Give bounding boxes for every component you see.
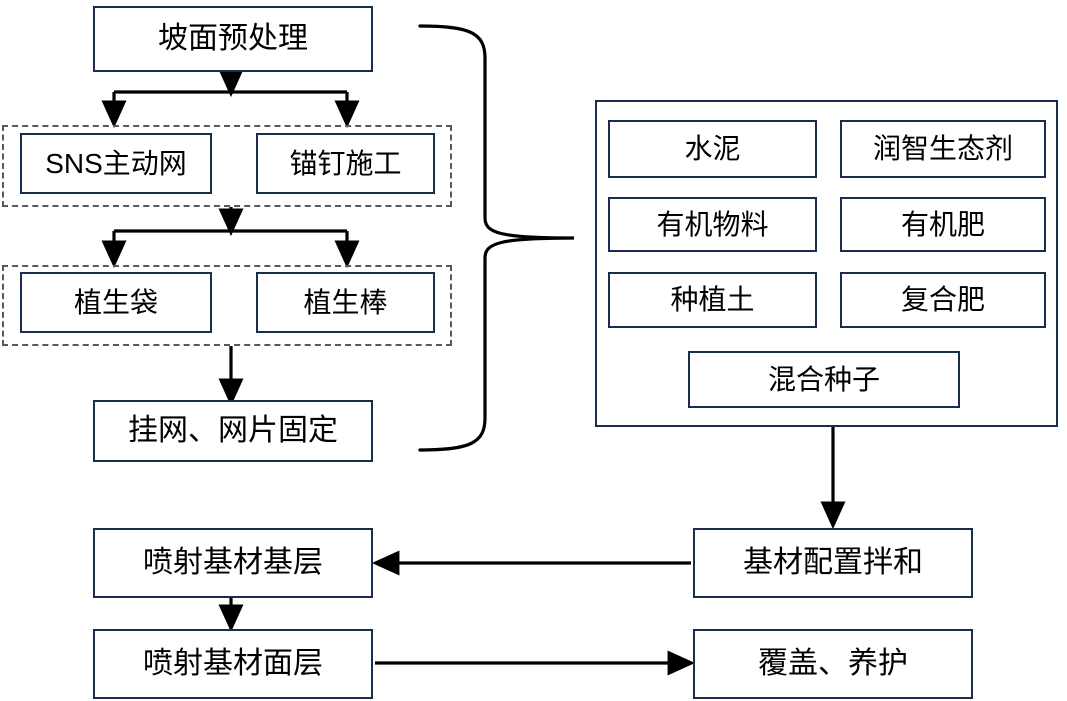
node-material-mixing[interactable]: 基材配置拌和 <box>693 528 973 598</box>
node-vegetation-stick[interactable]: 植生棒 <box>256 272 435 333</box>
material-item-mixed-seeds-label: 混合种子 <box>767 363 880 395</box>
node-cover-maintenance[interactable]: 覆盖、养护 <box>693 629 973 699</box>
node-spray-surface-layer-label: 喷射基材面层 <box>143 647 323 680</box>
node-spray-surface-layer[interactable]: 喷射基材面层 <box>93 629 373 699</box>
material-item-compound-fertilizer-label: 复合肥 <box>900 284 985 315</box>
material-item-cement-label: 水泥 <box>684 133 741 164</box>
material-item-mixed-seeds[interactable]: 混合种子 <box>688 351 960 408</box>
curly-brace-right-icon <box>418 24 575 452</box>
material-item-organic-material-label: 有机物料 <box>656 208 769 240</box>
arrow-slope-to-group1 <box>101 69 360 129</box>
node-net-hanging-fixing[interactable]: 挂网、网片固定 <box>93 400 373 462</box>
group-vegetation-works <box>2 265 452 346</box>
material-item-organic-fertilizer-label: 有机肥 <box>900 208 985 240</box>
node-sns-active-net-label: SNS主动网 <box>45 147 187 179</box>
node-anchor-construction[interactable]: 锚钉施工 <box>256 133 435 194</box>
node-spray-base-layer[interactable]: 喷射基材基层 <box>93 528 373 598</box>
arrow-group1-to-group2 <box>101 207 360 269</box>
node-material-mixing-label: 基材配置拌和 <box>743 546 923 579</box>
material-item-planting-soil[interactable]: 种植土 <box>608 272 817 328</box>
material-item-runzhi-eco-agent-label: 润智生态剂 <box>872 133 1013 164</box>
node-slope-pretreatment-label: 坡面预处理 <box>158 22 308 55</box>
node-cover-maintenance-label: 覆盖、养护 <box>758 647 908 680</box>
node-vegetation-stick-label: 植生棒 <box>303 286 388 318</box>
node-net-hanging-fixing-label: 挂网、网片固定 <box>128 414 338 447</box>
node-anchor-construction-label: 锚钉施工 <box>289 147 402 179</box>
node-slope-pretreatment[interactable]: 坡面预处理 <box>93 6 373 72</box>
material-item-runzhi-eco-agent[interactable]: 润智生态剂 <box>840 120 1046 178</box>
node-sns-active-net[interactable]: SNS主动网 <box>20 133 212 194</box>
node-vegetation-bag[interactable]: 植生袋 <box>20 272 212 333</box>
material-item-planting-soil-label: 种植土 <box>670 284 755 315</box>
node-spray-base-layer-label: 喷射基材基层 <box>143 546 323 579</box>
material-item-compound-fertilizer[interactable]: 复合肥 <box>840 272 1046 328</box>
material-item-organic-fertilizer[interactable]: 有机肥 <box>840 197 1046 252</box>
material-item-organic-material[interactable]: 有机物料 <box>608 197 817 252</box>
group-support-works <box>2 125 452 207</box>
material-item-cement[interactable]: 水泥 <box>608 120 817 178</box>
node-vegetation-bag-label: 植生袋 <box>73 286 158 318</box>
